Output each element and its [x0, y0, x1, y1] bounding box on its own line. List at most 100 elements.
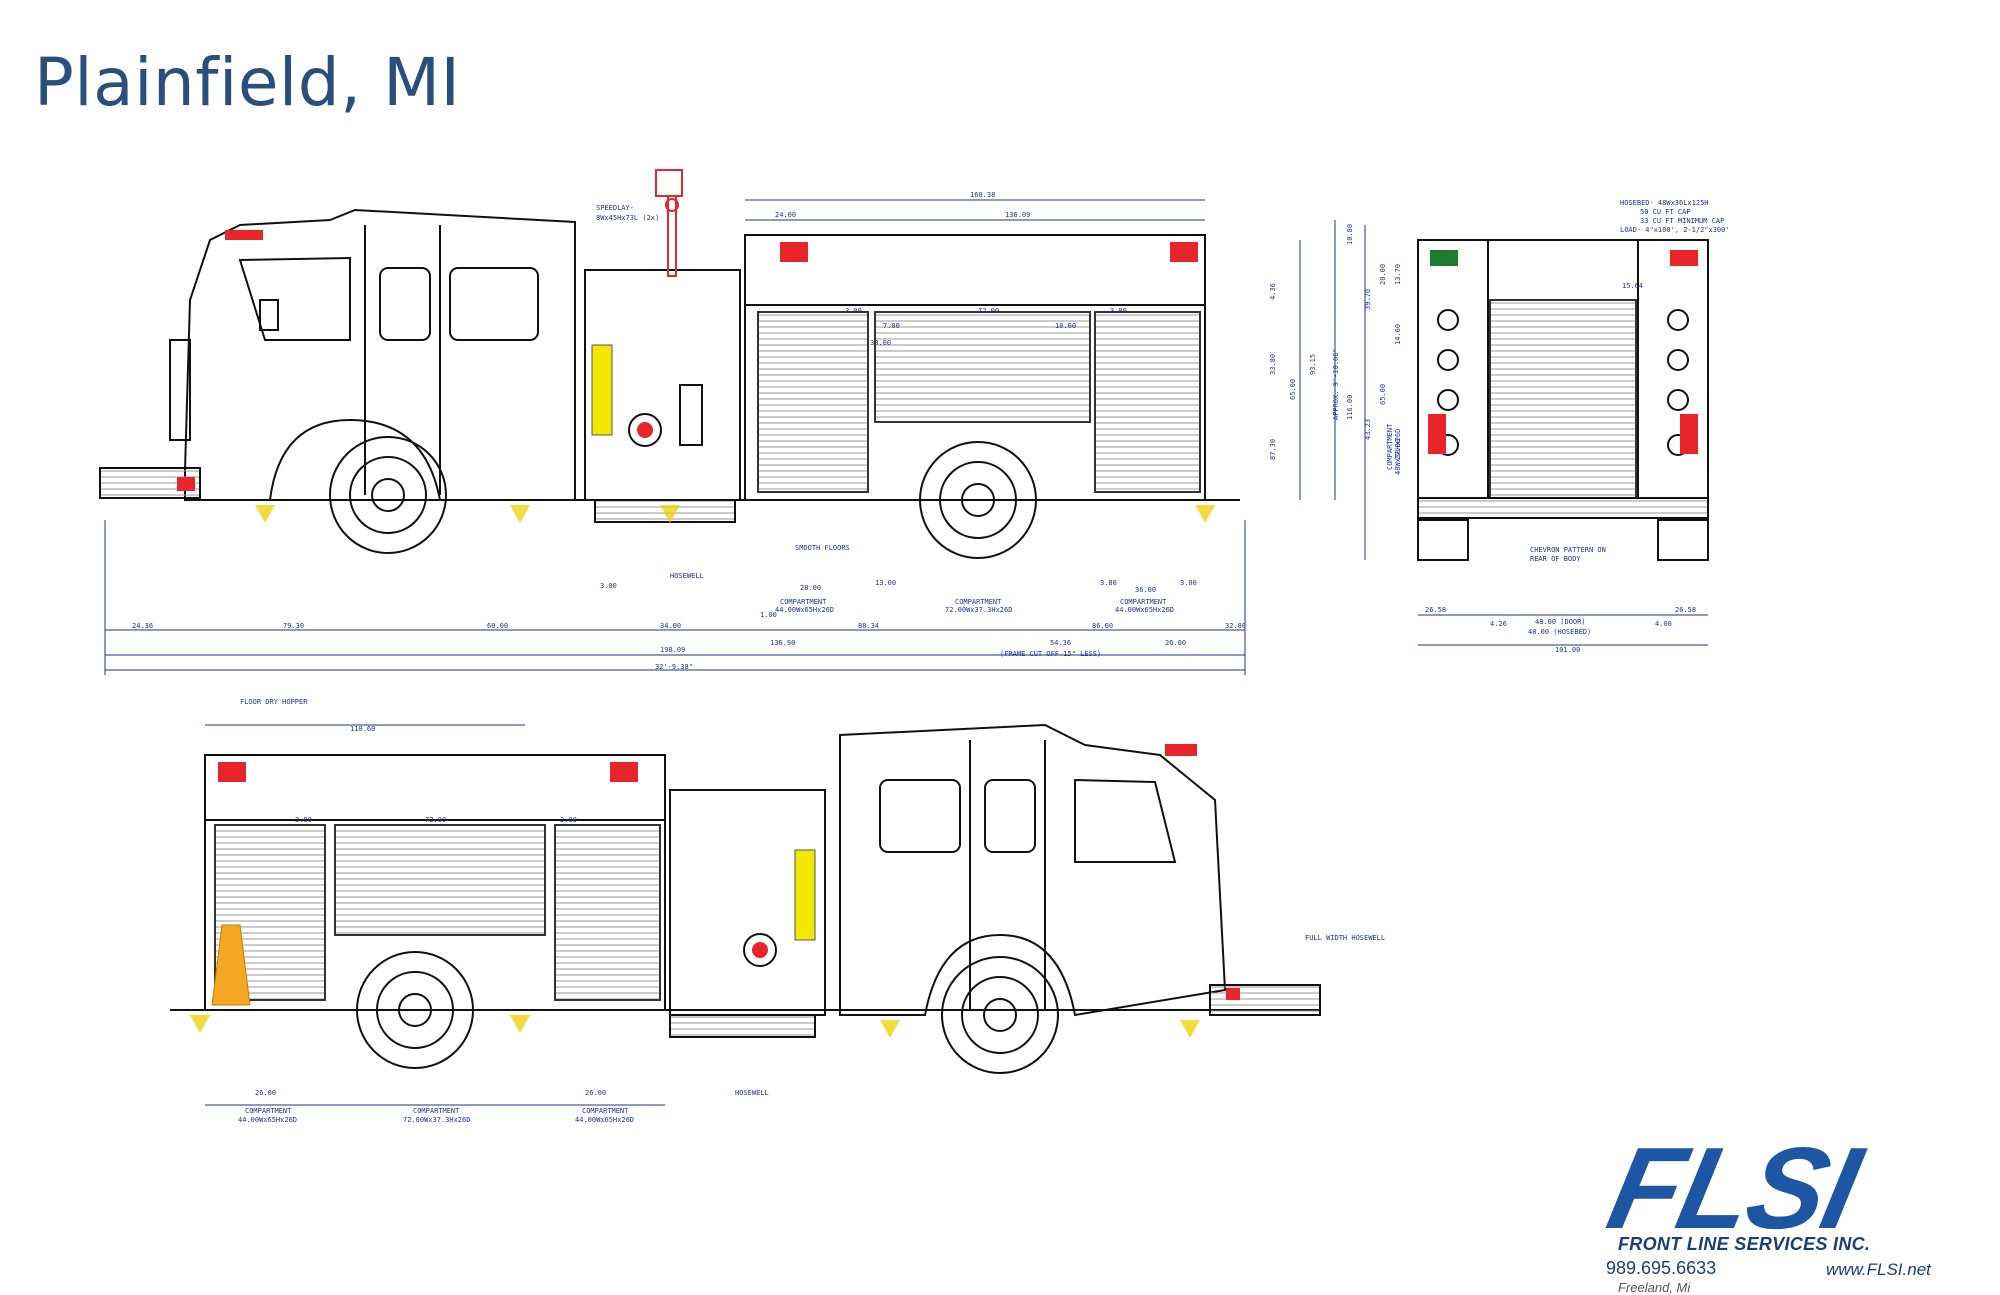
- dim-2800: 28.00: [800, 584, 821, 592]
- dim-700: 7.00: [883, 322, 900, 330]
- logo-tagline: FRONT LINE SERVICES INC.: [1618, 1234, 1871, 1254]
- dim-rear-w2658a: 26.58: [1425, 606, 1446, 614]
- dim-overall-length: 32'-9.38": [655, 663, 693, 671]
- dim-lower-11060: 110.60: [350, 725, 375, 733]
- dim-lower-comp-1: 44.00Wx65Hx26D: [238, 1116, 297, 1124]
- dim-rear-w426: 4.26: [1490, 620, 1507, 628]
- dim-2436: 24.36: [132, 622, 153, 630]
- dim-rear-h2700: 27.00: [1394, 439, 1402, 460]
- dim-300: 3.00: [600, 582, 617, 590]
- dim-rear-w4800a: 48.00 (DOOR): [1535, 618, 1586, 626]
- dim-h6500: 65.00: [1289, 379, 1297, 400]
- dim-300a: 3.00: [845, 307, 862, 315]
- label-compartment-2: COMPARTMENT: [955, 598, 1002, 606]
- callout-hosebed-4: LOAD- 4"x100', 2-1/2"x300': [1620, 226, 1730, 234]
- label-compartment-1: COMPARTMENT: [780, 598, 827, 606]
- tail-light-right: [1680, 414, 1698, 454]
- dim-h436: 4.36: [1269, 283, 1277, 300]
- deck-gun-monitor: [655, 169, 683, 277]
- dim-3280: 32.80: [1225, 622, 1246, 630]
- dim-body-rear: 136.09: [1005, 211, 1030, 219]
- dim-lower-comp-3: 44.00Wx65Hx26D: [575, 1116, 634, 1124]
- label-lower-compartment-1: COMPARTMENT: [245, 1107, 292, 1115]
- dim-rear-comp-size: 48Wx38Hx26D: [1394, 429, 1402, 475]
- dim-rear-w4800b: 48.00 (HOSEBED): [1528, 628, 1591, 636]
- callout-hosewell-bottom: HOSEWELL: [735, 1089, 769, 1097]
- callout-hosewell-top: HOSEWELL: [670, 572, 704, 580]
- dim-h8730: 87.30: [1269, 439, 1277, 460]
- callout-frame-cut: (FRAME CUT OFF 15" LESS): [1000, 650, 1101, 658]
- dim-6000: 60.00: [487, 622, 508, 630]
- callout-approx-height: APPROX. 9'-10.66": [1332, 348, 1340, 420]
- label-rear-compartment: COMPARTMENT: [1386, 423, 1394, 470]
- dim-1000: 10.00: [1055, 322, 1076, 330]
- tail-light-left: [1428, 414, 1446, 454]
- label-compartment-3: COMPARTMENT: [1120, 598, 1167, 606]
- scene-lights-top: [255, 505, 1215, 523]
- rear-light-red: [1670, 250, 1698, 266]
- dim-rear-h6500: 65.00: [1379, 384, 1387, 405]
- dim-rear-w1564: 15.64: [1622, 282, 1643, 290]
- dim-lower-300: 3.00: [560, 816, 577, 824]
- logo-city: Freeland, Mi: [1618, 1280, 1691, 1295]
- rear-view: [1417, 239, 1709, 561]
- dim-lower-2600b: 26.00: [585, 1089, 606, 1097]
- dim-300c: 3.00: [1180, 579, 1197, 587]
- dim-8660: 86.60: [1092, 622, 1113, 630]
- callout-hosebed-1: HOSEBED- 48Wx36Lx125H: [1620, 199, 1709, 207]
- callout-floor-dry-hopper: FLOOR DRY HOPPER: [240, 698, 308, 706]
- dim-380b: 3.80: [1100, 579, 1117, 587]
- callout-smooth-floors: SMOOTH FLOORS: [795, 544, 850, 552]
- dim-comp-2: 72.00Wx37.3Hx26D: [945, 606, 1012, 614]
- dim-13690: 136.90: [770, 639, 795, 647]
- dim-body-front: 24.00: [775, 211, 796, 219]
- label-lower-compartment-3: COMPARTMENT: [582, 1107, 629, 1115]
- dim-rear-h3970: 39.70: [1364, 289, 1372, 310]
- callout-speedlay: SPEEDLAY-: [596, 204, 634, 212]
- rear-light-green: [1430, 250, 1458, 266]
- callout-full-width-hosewell: FULL WIDTH HOSEWELL: [1305, 934, 1385, 942]
- dim-100: 1.00: [760, 611, 777, 619]
- dim-h3380: 33.80: [1269, 354, 1277, 375]
- dim-3000: 30.00: [870, 339, 891, 347]
- dim-7200: 72.00: [978, 307, 999, 315]
- dim-7930: 79.30: [283, 622, 304, 630]
- dim-lower-2600a: 26.00: [255, 1089, 276, 1097]
- dimension-lines: [104, 199, 1708, 1106]
- scene-lights-bottom: [190, 1015, 1200, 1038]
- dim-380: 3.80: [1110, 307, 1127, 315]
- page-title: Plainfield, MI: [34, 44, 461, 121]
- dim-rear-h1080: 10.80: [1346, 224, 1354, 245]
- callout-chevron-1: CHEVRON PATTERN ON: [1530, 546, 1606, 554]
- dim-rear-h1370: 13.70: [1394, 264, 1402, 285]
- dim-rear-h11600: 116.00: [1346, 395, 1354, 420]
- dim-1300: 13.00: [875, 579, 896, 587]
- bumper-light-red: [1226, 988, 1240, 1000]
- side-view-driver: [99, 208, 1240, 559]
- dim-5436: 54.36: [1050, 639, 1071, 647]
- dim-rear-h4323: 43.23: [1364, 419, 1372, 440]
- callout-hosebed-2: 50 CU FT CAP: [1640, 208, 1691, 216]
- dim-rear-w10100: 101.00: [1555, 646, 1580, 654]
- callout-hosebed-3: 33 CU FT MINIMUM CAP: [1640, 217, 1724, 225]
- dim-lower-comp-2: 72.00Wx37.3Hx26D: [403, 1116, 470, 1124]
- dim-3600: 36.00: [1135, 586, 1156, 594]
- dim-rear-h2000: 20.00: [1379, 264, 1387, 285]
- dim-overall-body: 160.38: [970, 191, 995, 199]
- logo-website[interactable]: www.FLSI.net: [1826, 1260, 1931, 1279]
- traffic-cone: [211, 924, 251, 1006]
- dim-2600: 26.00: [1165, 639, 1186, 647]
- cab-light-red-bottom: [1165, 744, 1197, 756]
- logo-phone: 989.695.6633: [1606, 1258, 1717, 1278]
- dim-rear-h1460: 14.60: [1394, 324, 1402, 345]
- dim-19809: 198.09: [660, 646, 685, 654]
- dim-lower-380: 3.80: [295, 816, 312, 824]
- dim-lower-7200: 72.00: [425, 816, 446, 824]
- dim-h9315: 93.15: [1309, 354, 1317, 375]
- dim-3400: 34.00: [660, 622, 681, 630]
- callout-speedlay-size: 8Wx45Hx73L (2x): [596, 214, 659, 222]
- dim-rear-w400: 4.00: [1655, 620, 1672, 628]
- dim-8834: 88.34: [858, 622, 879, 630]
